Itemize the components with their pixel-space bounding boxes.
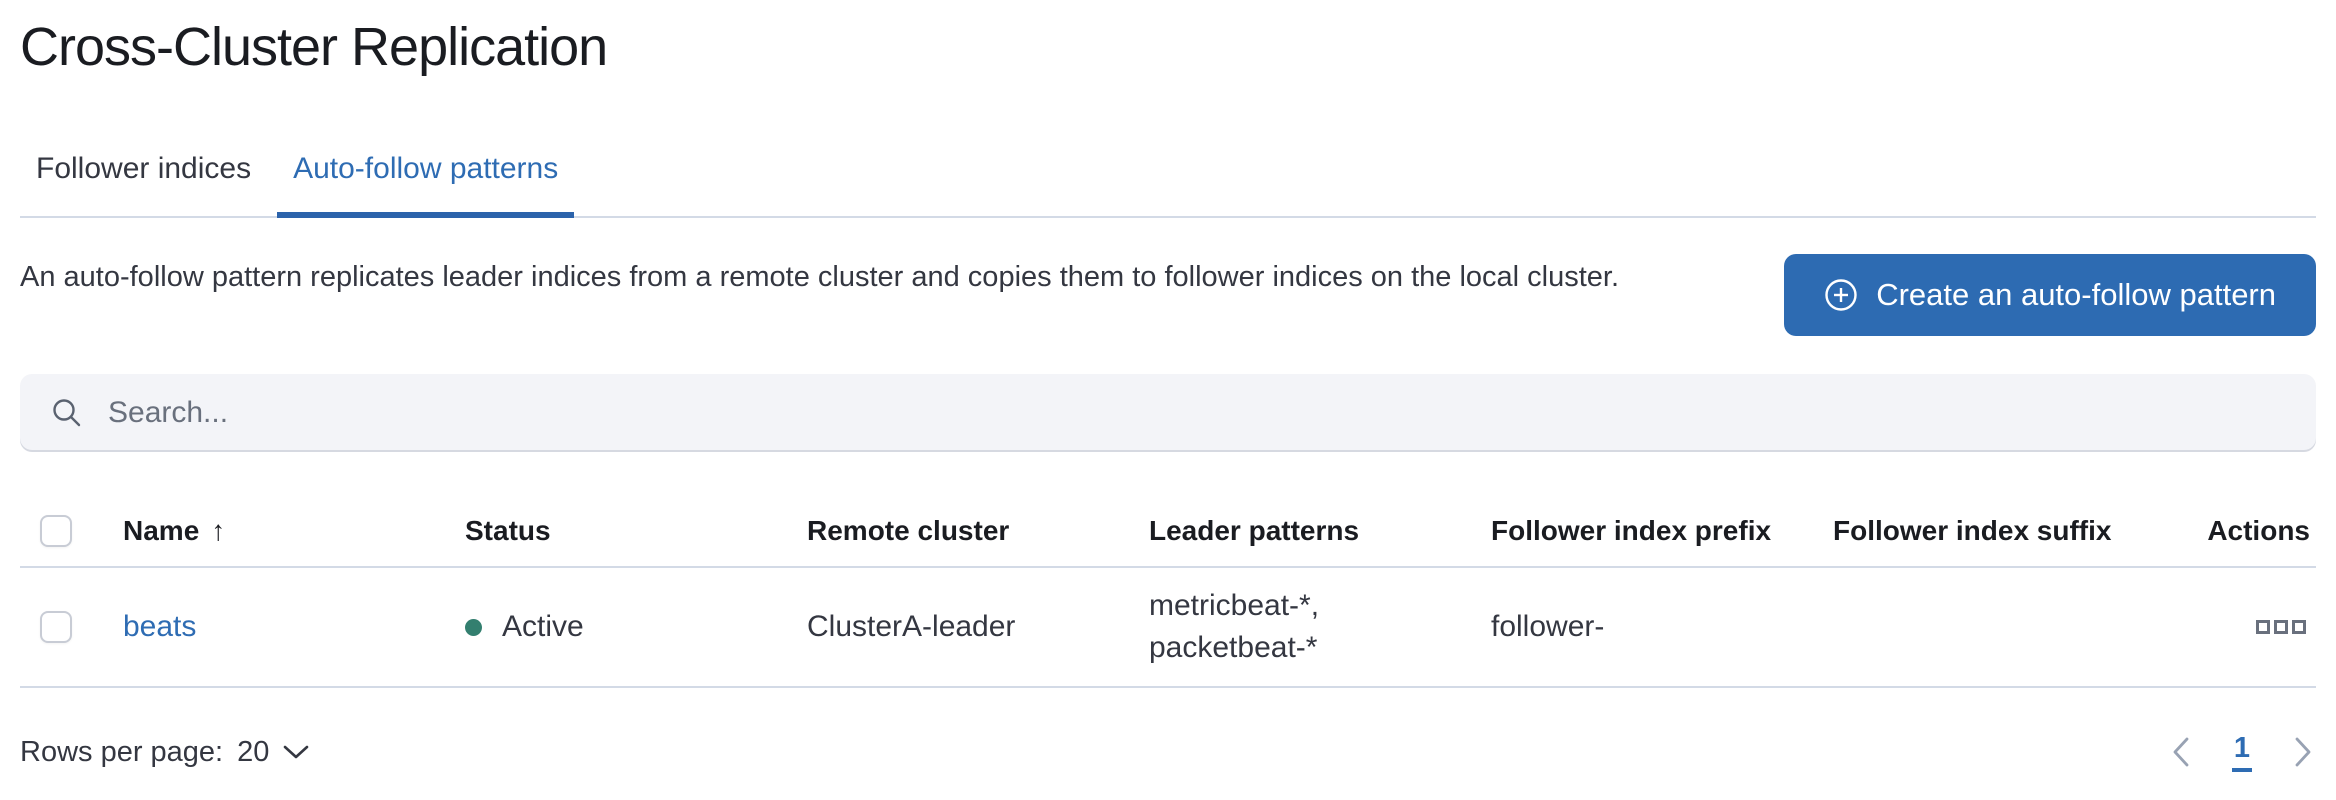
tab-auto-follow-patterns-label: Auto-follow patterns: [293, 152, 559, 185]
rows-per-page-button[interactable]: Rows per page: 20: [20, 736, 309, 769]
pattern-name-link[interactable]: beats: [123, 610, 197, 643]
search-bar: [20, 374, 2316, 452]
chevron-left-icon: [2173, 737, 2189, 767]
cell-name: beats: [104, 606, 446, 648]
chevron-right-icon: [2295, 737, 2311, 767]
tab-auto-follow-patterns[interactable]: Auto-follow patterns: [277, 150, 575, 218]
sort-by-name-button[interactable]: Name ↑: [123, 514, 225, 548]
cell-follower-index-prefix: follower-: [1491, 610, 1605, 643]
tab-bar: Follower indices Auto-follow patterns: [20, 150, 2316, 218]
status-active-dot: [465, 618, 482, 636]
header-checkbox-cell: [40, 515, 104, 547]
table-footer: Rows per page: 20 1: [20, 732, 2316, 772]
column-header-follower-index-prefix: Follower index prefix: [1491, 515, 1772, 546]
column-header-name: Name ↑: [104, 514, 446, 548]
tab-follower-indices[interactable]: Follower indices: [20, 150, 267, 216]
status-label: Active: [502, 610, 584, 643]
table-row: beats Active ClusterA-leader metricbeat-…: [20, 568, 2316, 688]
cell-actions: [2156, 616, 2314, 639]
intro-row: An auto-follow pattern replicates leader…: [20, 254, 2316, 336]
column-header-name-label: Name: [123, 515, 200, 546]
search-input[interactable]: [106, 395, 2306, 431]
pagination: 1: [2172, 732, 2312, 772]
page-description: An auto-follow pattern replicates leader…: [20, 261, 1620, 293]
page-1-button[interactable]: 1: [2231, 732, 2252, 772]
column-header-actions: Actions: [2207, 515, 2310, 546]
rows-per-page-value: 20: [237, 735, 270, 768]
create-button-label: Create an auto-follow pattern: [1876, 277, 2276, 312]
row-select-checkbox[interactable]: [40, 611, 72, 643]
next-page-button[interactable]: [2294, 737, 2312, 767]
boxes-horizontal-icon: [2256, 619, 2306, 634]
tab-follower-indices-label: Follower indices: [36, 152, 252, 185]
cell-remote-cluster: ClusterA-leader: [807, 610, 1016, 643]
previous-page-button[interactable]: [2172, 737, 2190, 767]
row-checkbox-cell: [40, 611, 104, 643]
table-header-row: Name ↑ Status Remote cluster Leader patt…: [20, 498, 2316, 568]
column-header-leader-patterns: Leader patterns: [1149, 515, 1360, 546]
column-header-remote-cluster: Remote cluster: [807, 515, 1010, 546]
chevron-down-icon: [284, 745, 309, 759]
auto-follow-patterns-table: Name ↑ Status Remote cluster Leader patt…: [20, 498, 2316, 688]
column-header-follower-index-suffix: Follower index suffix: [1833, 515, 2112, 546]
cell-leader-patterns: metricbeat-*, packetbeat-*: [1149, 589, 1320, 664]
row-actions-button[interactable]: [2252, 616, 2310, 638]
search-icon: [53, 399, 81, 427]
create-auto-follow-pattern-button[interactable]: Create an auto-follow pattern: [1784, 254, 2316, 336]
sort-arrow-up-icon: ↑: [211, 515, 226, 546]
select-all-checkbox[interactable]: [40, 515, 72, 547]
plus-in-circle-icon: [1825, 279, 1857, 311]
column-header-status: Status: [465, 515, 551, 546]
cell-status: Active: [446, 606, 788, 648]
rows-per-page-label: Rows per page:: [20, 735, 224, 768]
page-title: Cross-Cluster Replication: [20, 17, 608, 77]
